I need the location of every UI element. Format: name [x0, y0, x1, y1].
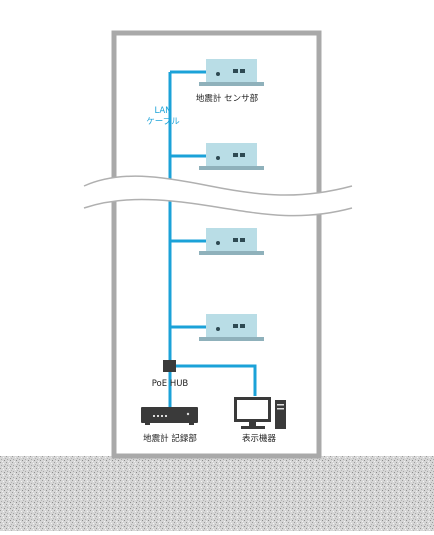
- ground: [0, 456, 434, 531]
- display-label: 表示機器: [242, 433, 277, 444]
- sensor-label: 地震計 センサ部: [196, 93, 259, 104]
- recorder-label: 地震計 記録部: [143, 433, 197, 444]
- recorder-unit-icon: [141, 407, 198, 425]
- break-lines: [83, 175, 353, 217]
- poe-hub-icon: [163, 360, 176, 372]
- lan-cable: [168, 70, 257, 407]
- desktop-computer-icon: [234, 397, 286, 429]
- lan-label-line1: LAN: [154, 106, 171, 116]
- lan-label-line2: ケーブル: [146, 116, 180, 127]
- seismometer-sensor-icon: [199, 143, 264, 170]
- seismometer-sensor-icon: [199, 59, 264, 86]
- seismometer-sensor-icon: [199, 228, 264, 255]
- seismometer-sensor-icon: [199, 314, 264, 341]
- hub-label: PoE HUB: [152, 379, 189, 389]
